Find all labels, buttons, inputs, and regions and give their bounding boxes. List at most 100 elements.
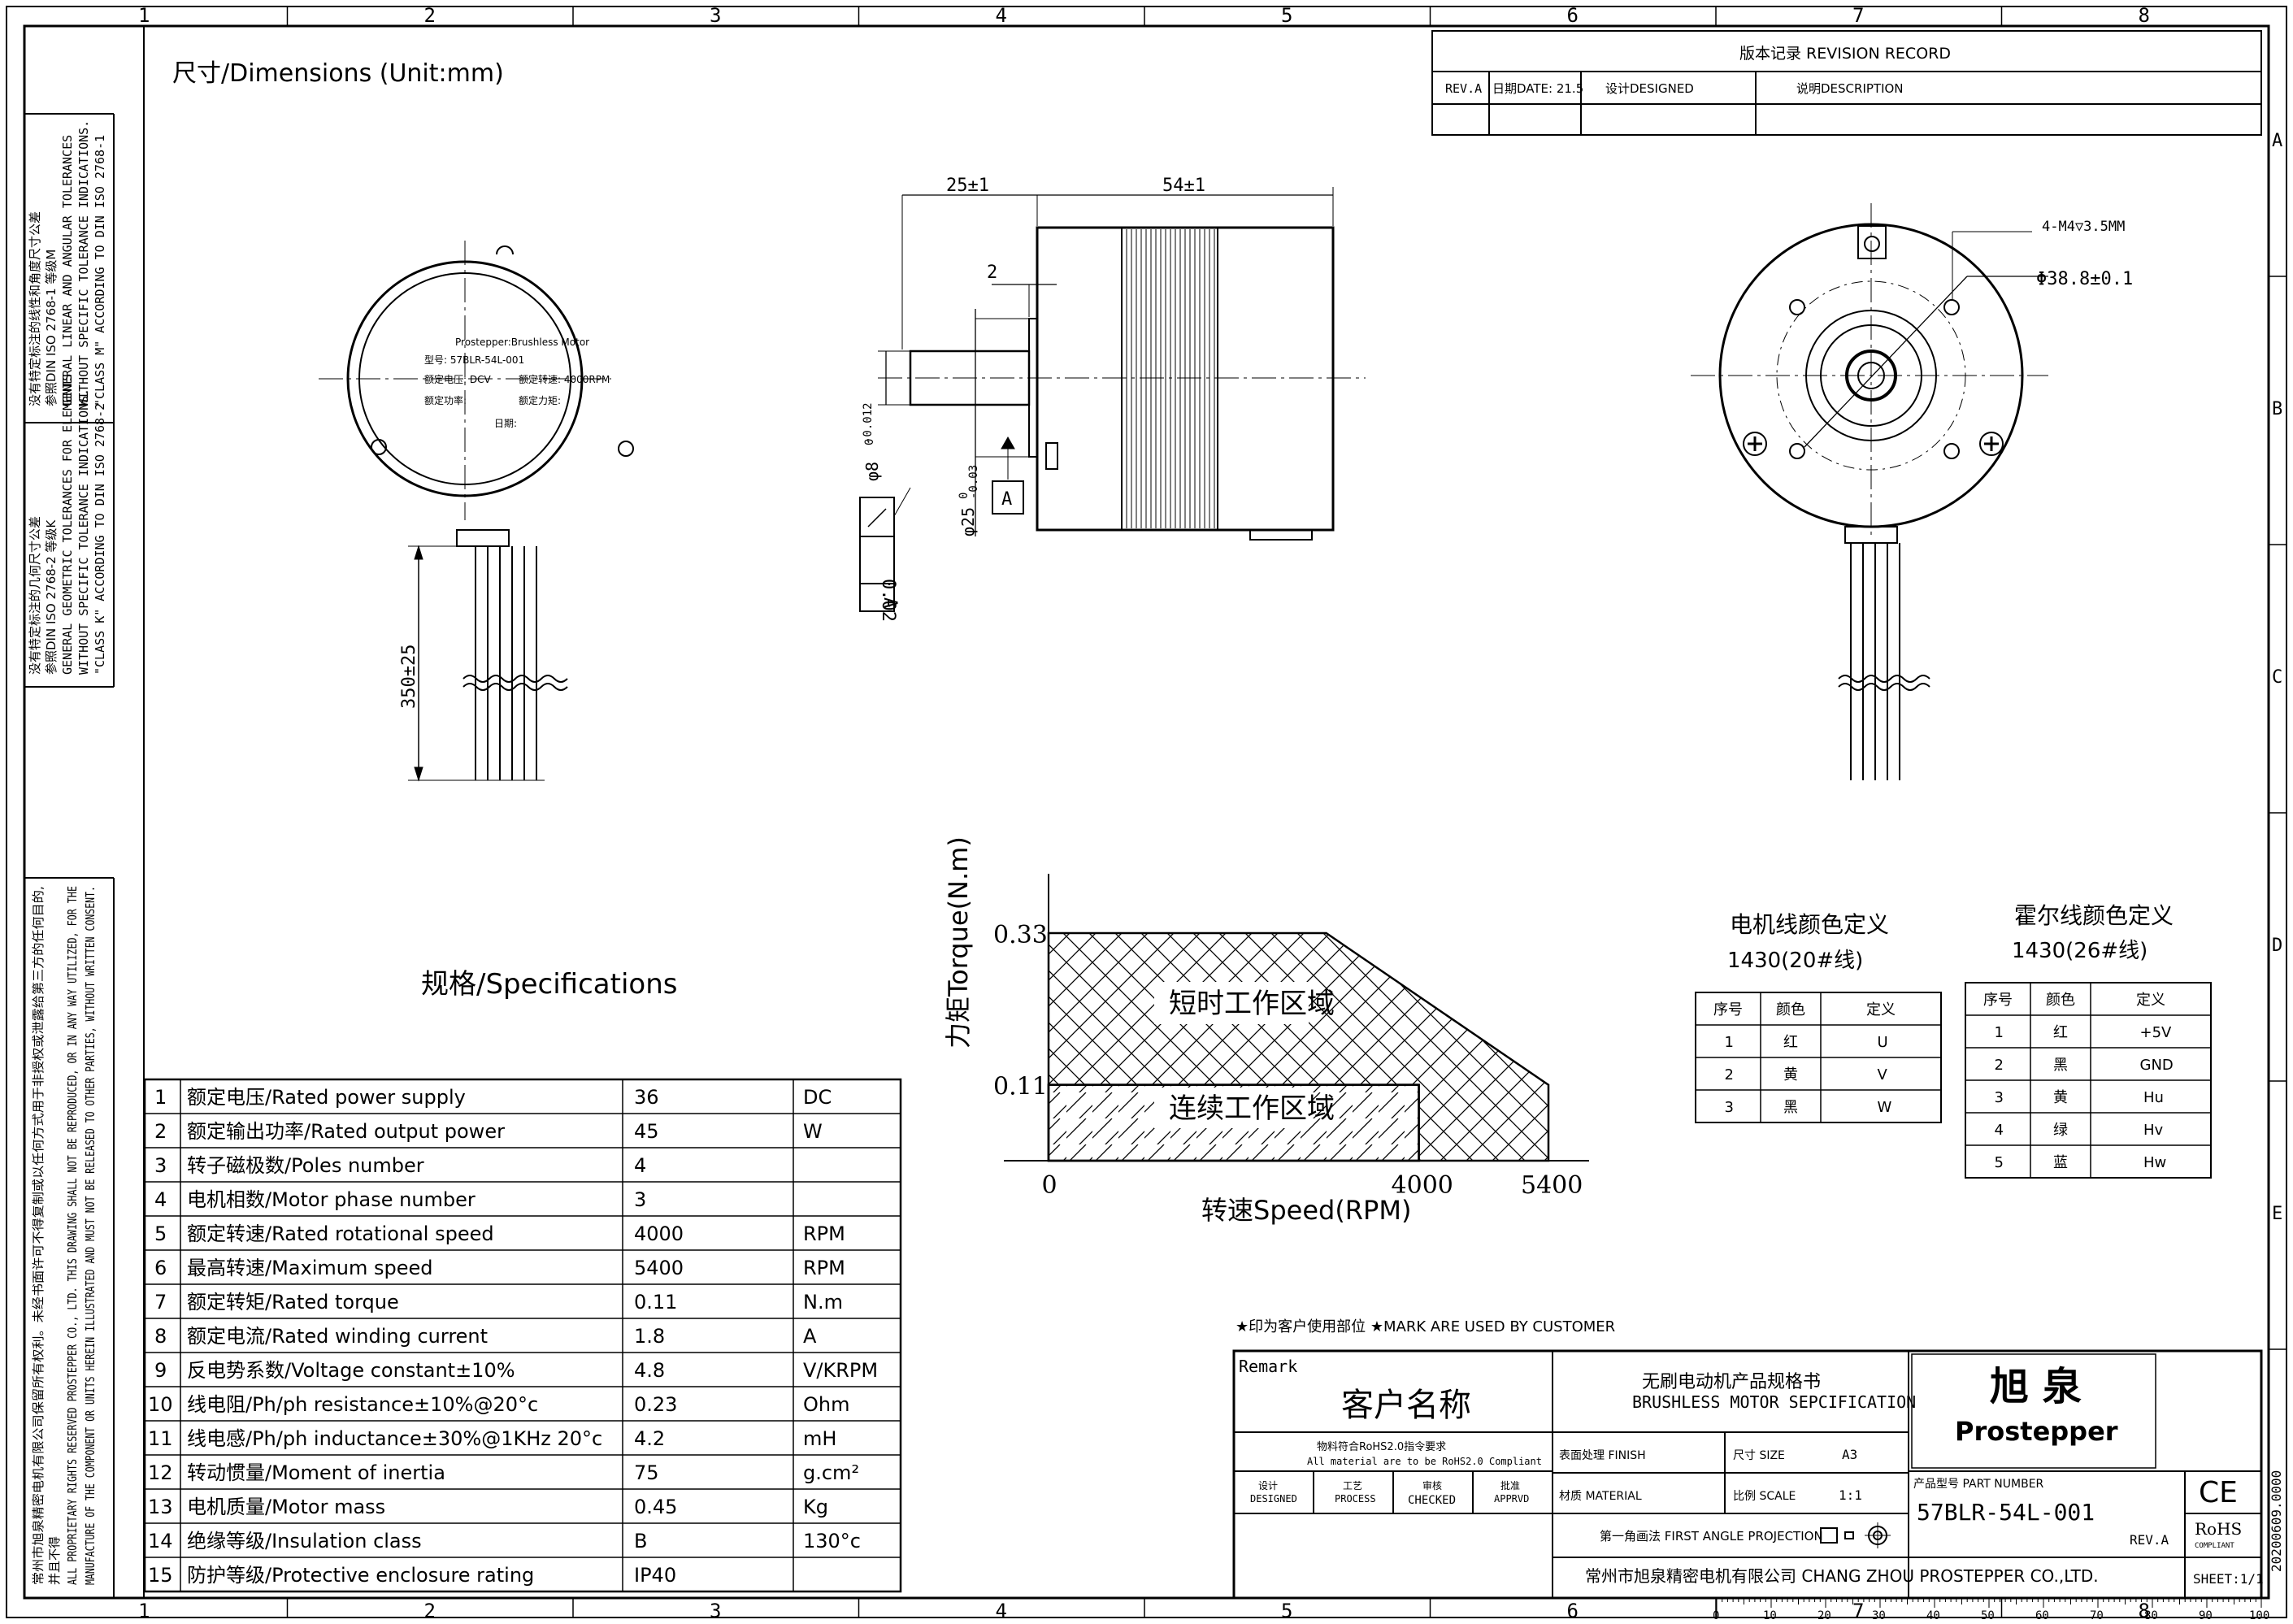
- column-marker: 2: [424, 4, 436, 27]
- row-marker: D: [2272, 936, 2282, 956]
- svg-text:GENERAL LINEAR AND ANGULAR TOL: GENERAL LINEAR AND ANGULAR TOLERANCES: [60, 135, 75, 406]
- column-marker: 2: [424, 1600, 436, 1622]
- svg-text:参照DIN ISO 2768-2 等级K: 参照DIN ISO 2768-2 等级K: [44, 519, 59, 675]
- spec-value: B: [634, 1530, 647, 1552]
- title-block-text: Remark 客户名称 物料符合RoHS2.0指令要求 All material…: [1239, 1357, 2264, 1587]
- wire-table-cell: U: [1878, 1034, 1888, 1051]
- revision-designed: 设计DESIGNED: [1605, 81, 1694, 96]
- spec-value: IP40: [634, 1564, 676, 1587]
- spec-value: 4000: [634, 1222, 684, 1245]
- spec-value: 1.8: [634, 1325, 665, 1348]
- spec-unit: RPM: [803, 1222, 845, 1245]
- svg-text:工艺: 工艺: [1343, 1480, 1362, 1492]
- y-tick-label: 0.33: [993, 921, 1048, 949]
- wire-table-cell: 黑: [1783, 1099, 1798, 1116]
- spec-value: 45: [634, 1120, 659, 1143]
- wire-table-cell: Hv: [2143, 1122, 2164, 1139]
- lead-length-dim: 350±25: [399, 645, 419, 709]
- spec-no: 12: [148, 1461, 173, 1484]
- geometric-tolerance-note: 没有特定标注的几何尺寸公差 参照DIN ISO 2768-2 等级K GENER…: [28, 374, 107, 675]
- spec-name: 反电势系数/Voltage constant±10%: [187, 1359, 515, 1382]
- spec-no: 15: [148, 1564, 173, 1587]
- spec-name: 转子磁极数/Poles number: [187, 1154, 424, 1177]
- wire-table-cell: +5V: [2140, 1024, 2173, 1041]
- spec-name: 额定电流/Rated winding current: [187, 1325, 488, 1348]
- spec-no: 1: [154, 1086, 167, 1109]
- column-marker: 4: [996, 1600, 1007, 1622]
- specs-title: 规格/Specifications: [421, 968, 677, 1001]
- ruler-label: 50: [1981, 1609, 1995, 1622]
- row-marker: C: [2272, 667, 2282, 688]
- wire-table-header: 定义: [1866, 1001, 1896, 1018]
- column-marker: 3: [710, 1600, 721, 1622]
- svg-text:25±1: 25±1: [946, 176, 989, 196]
- x-tick-label: 0: [1042, 1171, 1057, 1200]
- revision-table: [1431, 30, 2262, 136]
- svg-text:54±1: 54±1: [1162, 176, 1205, 196]
- svg-text:没有特定标注的线性和角度尺寸公差: 没有特定标注的线性和角度尺寸公差: [28, 211, 42, 406]
- x-tick-label: 4000: [1392, 1171, 1453, 1200]
- wire-table-cell: 黄: [1783, 1066, 1798, 1083]
- column-marker: 8: [2139, 1600, 2150, 1622]
- svg-text:设计: 设计: [1258, 1480, 1278, 1492]
- dimensions-title: 尺寸/Dimensions (Unit:mm): [172, 59, 504, 88]
- spec-no: 8: [154, 1325, 167, 1348]
- outer-frame: [6, 6, 2287, 1618]
- svg-text:尺寸 SIZE: 尺寸 SIZE: [1733, 1449, 1785, 1462]
- column-marker: 7: [1852, 1600, 1864, 1622]
- ruler-label: 60: [2035, 1609, 2049, 1622]
- spec-no: 5: [154, 1222, 167, 1245]
- revision-date: 日期DATE: 21.5: [1492, 81, 1583, 96]
- spec-no: 9: [154, 1359, 167, 1382]
- company-logo-cn: 旭 泉: [1990, 1364, 2082, 1409]
- inner-frame: [23, 24, 2270, 1600]
- wire-table-header: 序号: [1713, 1001, 1743, 1018]
- wire-table-cell: 黑: [2053, 1057, 2068, 1074]
- svg-text:额定力矩:: 额定力矩:: [519, 394, 561, 406]
- spec-unit: RPM: [803, 1257, 845, 1279]
- svg-text:常州市旭泉精密电机有限公司保留所有权利。未经书面许可不得复制: 常州市旭泉精密电机有限公司保留所有权利。未经书面许可不得复制或以任何方式用于非授…: [31, 886, 46, 1585]
- front-label: Prostepper:Brushless Motor 型号: 57BLR-54L…: [424, 337, 610, 429]
- spec-no: 14: [148, 1530, 173, 1552]
- spec-unit: g.cm²: [803, 1461, 859, 1484]
- wire-table-cell: 绿: [2053, 1122, 2068, 1139]
- spec-no: 6: [154, 1257, 167, 1279]
- wire-table-cell: 4: [1995, 1122, 2004, 1139]
- runout-datum: A: [879, 597, 900, 608]
- svg-text:第一角画法 FIRST ANGLE PROJECTION: 第一角画法 FIRST ANGLE PROJECTION: [1600, 1529, 1823, 1544]
- svg-text:"CLASS M" ACCORDING TO DIN ISO: "CLASS M" ACCORDING TO DIN ISO 2768-1: [93, 135, 107, 406]
- svg-text:Remark: Remark: [1239, 1357, 1297, 1376]
- runout-value: 0.02: [878, 579, 898, 622]
- svg-text:额定转速: 4000RPM: 额定转速: 4000RPM: [519, 373, 610, 385]
- spec-no: 11: [148, 1427, 173, 1450]
- wire-table-cell: 蓝: [2053, 1154, 2068, 1171]
- ruler-label: 0: [1713, 1609, 1719, 1622]
- revision-rev: REV.A: [1445, 81, 1482, 96]
- svg-text:PROCESS: PROCESS: [1335, 1493, 1376, 1505]
- spec-value: 0.45: [634, 1496, 677, 1518]
- spec-value: 5400: [634, 1257, 684, 1279]
- spec-name: 额定转速/Rated rotational speed: [187, 1222, 494, 1245]
- spec-name: 线电感/Ph/ph inductance±30%@1KHz 20°c: [187, 1427, 602, 1450]
- column-marker: 1: [138, 1600, 150, 1622]
- svg-text:"CLASS K" ACCORDING TO DIN ISO: "CLASS K" ACCORDING TO DIN ISO 2768-2: [93, 403, 107, 675]
- x-axis-label: 转速Speed(RPM): [1201, 1195, 1411, 1226]
- front-view: [319, 241, 634, 782]
- first-angle-projection-icon: [1820, 1522, 1891, 1548]
- rear-view: [1691, 203, 2048, 780]
- wire-table-header: 颜色: [2046, 992, 2075, 1009]
- ruler-label: 100: [2249, 1609, 2269, 1622]
- svg-text:WITHOUT SPECIFIC TOLERANCE IND: WITHOUT SPECIFIC TOLERANCE INDICATIONS.: [76, 389, 91, 675]
- spec-name: 线电阻/Ph/ph resistance±10%@20°c: [187, 1393, 538, 1416]
- svg-text:WITHOUT SPECIFIC TOLERANCE IND: WITHOUT SPECIFIC TOLERANCE INDICATIONS.: [76, 120, 91, 406]
- wire-table-cell: Hu: [2143, 1089, 2164, 1106]
- spec-name: 最高转速/Maximum speed: [187, 1257, 432, 1279]
- spec-unit: DC: [803, 1086, 832, 1109]
- spec-value: 4.2: [634, 1427, 665, 1450]
- spec-value: 0.23: [634, 1393, 677, 1416]
- svg-text:-0.03: -0.03: [967, 465, 980, 499]
- svg-text:参照DIN ISO 2768-1 等级M: 参照DIN ISO 2768-1 等级M: [44, 250, 59, 406]
